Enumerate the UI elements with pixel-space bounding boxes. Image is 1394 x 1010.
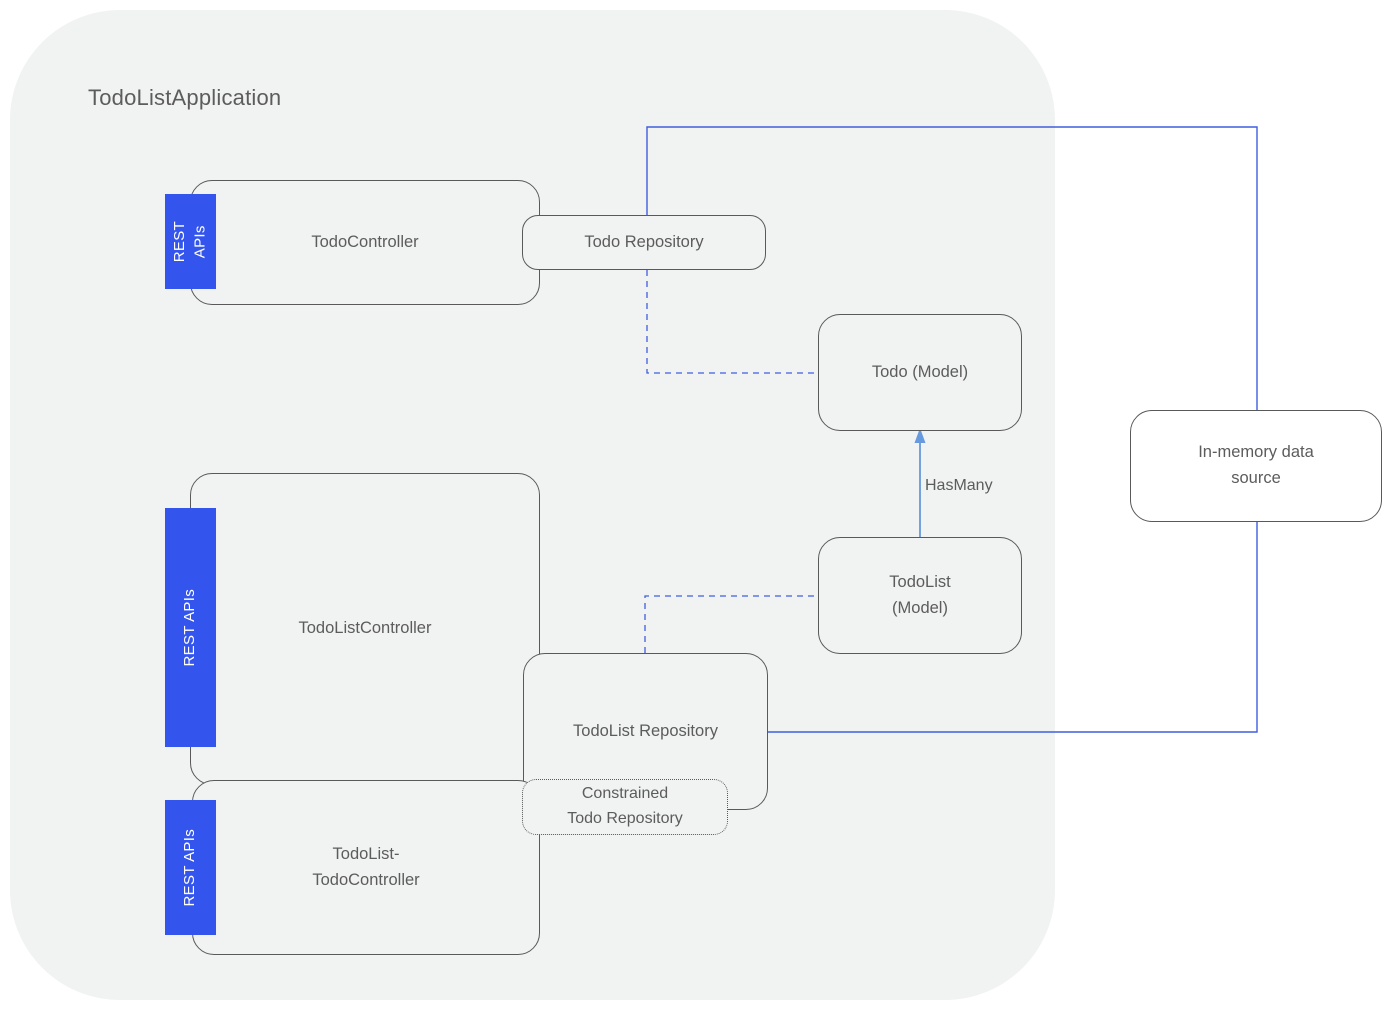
node-todolist-controller-label: TodoListController [298, 619, 432, 638]
node-in-memory-data-source[interactable]: In-memory data source [1130, 410, 1382, 522]
node-todolist-todo-controller[interactable]: TodoList- TodoController [192, 780, 540, 955]
node-constrained-todo-repository-label: Constrained Todo Repository [567, 785, 683, 827]
node-todo-controller-label: TodoController [311, 232, 419, 251]
node-constrained-todo-repository[interactable]: Constrained Todo Repository [522, 779, 728, 835]
node-todo-model[interactable]: Todo (Model) [818, 314, 1022, 431]
rest-apis-tag-todo-controller-label: REST APIs [171, 220, 209, 263]
node-todolist-todo-controller-label: TodoList- TodoController [312, 844, 420, 889]
node-todolist-model[interactable]: TodoList (Model) [818, 537, 1022, 654]
rest-apis-tag-todolist-controller: REST APIs [165, 508, 216, 747]
node-todolist-model-label: TodoList (Model) [889, 572, 951, 617]
node-todo-controller[interactable]: TodoController [190, 180, 540, 305]
rest-apis-tag-todo-controller: REST APIs [165, 194, 216, 289]
rest-apis-tag-todolist-controller-label: REST APIs [181, 588, 199, 667]
rest-apis-tag-todolist-todo-controller-label: REST APIs [181, 828, 199, 907]
node-todo-repository[interactable]: Todo Repository [522, 215, 766, 270]
edge-has-many-label: HasMany [925, 477, 993, 494]
node-todo-repository-label: Todo Repository [584, 232, 704, 251]
node-todolist-repository-label: TodoList Repository [573, 721, 718, 740]
node-in-memory-data-source-label: In-memory data source [1198, 443, 1314, 487]
page-title: TodoListApplication [88, 85, 282, 110]
rest-apis-tag-todolist-todo-controller: REST APIs [165, 800, 216, 935]
node-todolist-controller[interactable]: TodoListController [190, 473, 540, 785]
node-todo-model-label: Todo (Model) [871, 362, 969, 381]
